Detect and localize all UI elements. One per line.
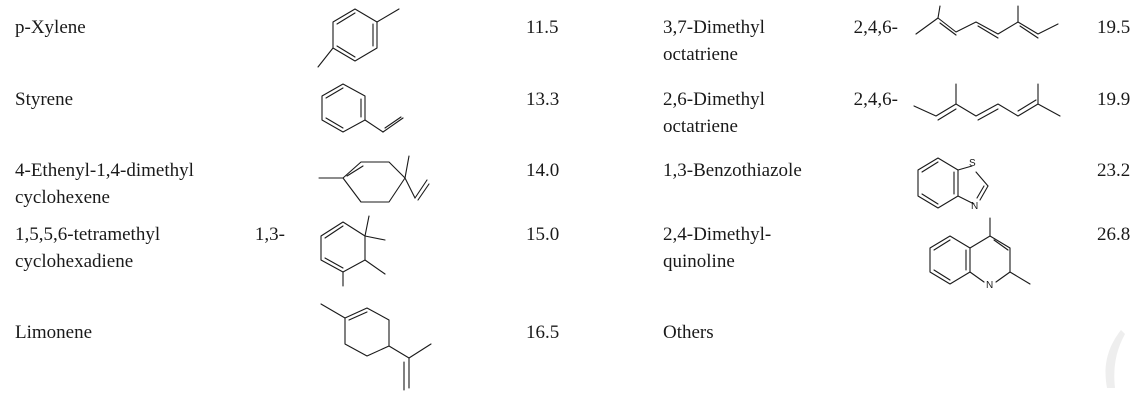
p-xylene-structure-icon [317,8,400,68]
retention-value: 19.5 [1097,17,1131,38]
retention-value: 11.5 [526,17,559,38]
compound-name-styrene: Styrene [15,89,74,110]
retention-value: 19.9 [1097,89,1131,110]
benzothiazole-structure-icon: S N [917,157,989,212]
compound-name-ethenyl-dimethyl-cyclohexene: 4-Ethenyl-1,4-dimethyl cyclohexene [15,160,194,208]
compound-name-3-7-dimethyl-octatriene: 3,7-Dimethyl 2,4,6- octatriene [663,17,898,65]
nitrogen-atom-label: N [986,280,993,291]
compound-name-dimethylquinoline: 2,4-Dimethyl- quinoline [663,224,772,272]
retention-value: 14.0 [526,160,560,181]
compound-name-limonene: Limonene [15,322,93,343]
limonene-structure-icon [320,303,432,391]
dimethyl-octatriene-structure-icon [913,83,1061,121]
compound-name-benzothiazole: 1,3-Benzothiazole [663,160,802,181]
ethenyl-dimethyl-cyclohexene-structure-icon [318,155,430,203]
tetramethyl-cyclohexadiene-structure-icon [320,215,386,287]
compound-name-p-xylene: p-Xylene [15,17,86,38]
retention-value: 23.2 [1097,160,1131,181]
retention-value: 13.3 [526,89,560,110]
dimethyl-octatriene-structure-icon [915,5,1059,39]
sulfur-atom-label: S [969,158,976,169]
compound-name-others: Others [663,322,714,343]
retention-value: 16.5 [526,322,560,343]
compound-name-2-6-dimethyl-octatriene: 2,6-Dimethyl 2,4,6- octatriene [663,89,898,137]
page-decoration [1105,330,1125,388]
retention-value: 15.0 [526,224,560,245]
dimethylquinoline-structure-icon: N [929,217,1031,291]
retention-value: 26.8 [1097,224,1131,245]
styrene-structure-icon [321,83,404,133]
compound-name-tetramethyl-cyclohexadiene: 1,5,5,6-tetramethyl 1,3- cyclohexadiene [15,224,285,272]
nitrogen-atom-label: N [971,201,978,212]
